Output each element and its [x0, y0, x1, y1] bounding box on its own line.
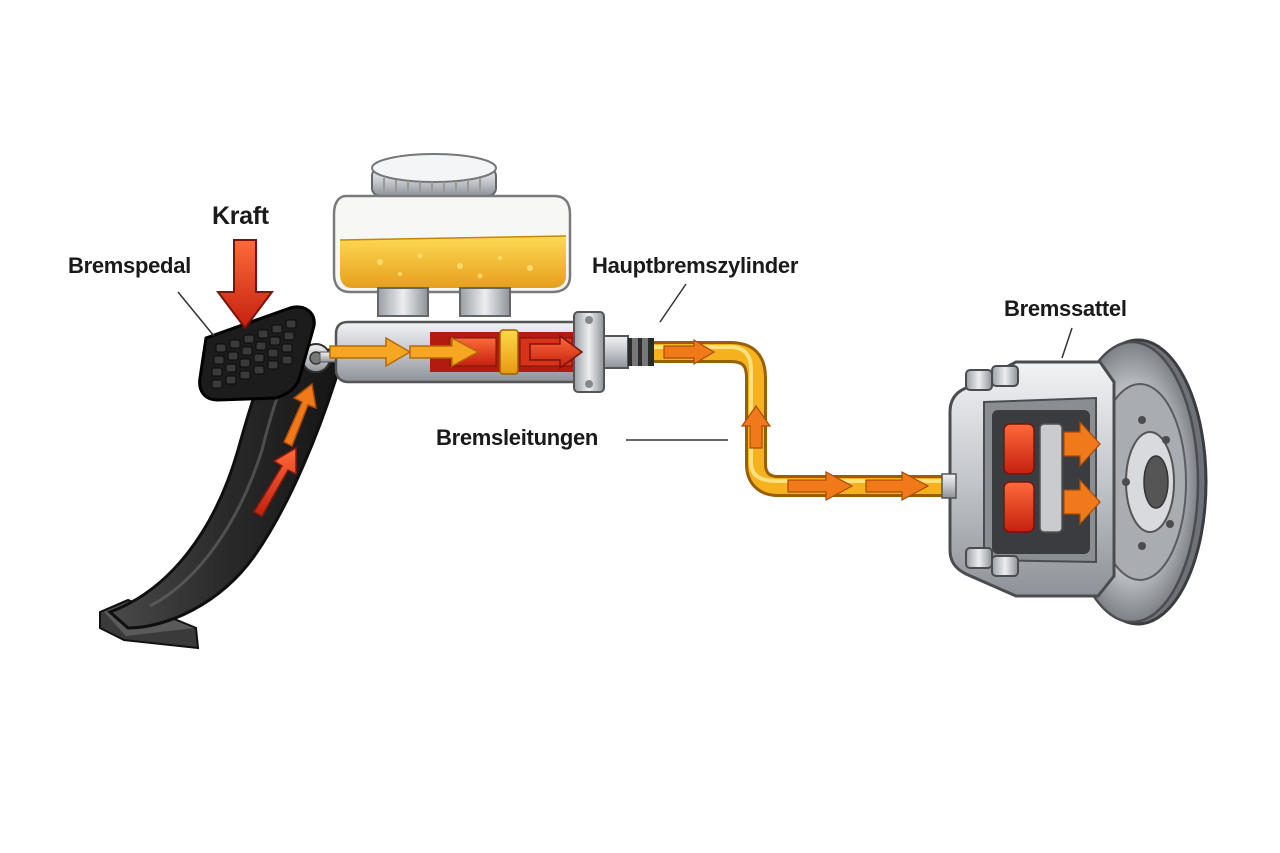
flow-arrow	[329, 336, 412, 368]
caliper-piston	[1003, 481, 1035, 533]
flow-arrow	[1063, 478, 1101, 526]
leader-hauptbremszylinder	[659, 283, 687, 323]
label-brake-pedal: Bremspedal	[68, 253, 191, 278]
flow-arrow	[740, 404, 772, 449]
brake-pedal	[99, 305, 341, 650]
pedal-flow-arrow	[283, 382, 317, 448]
brake-caliper	[941, 360, 1116, 598]
caliper-piston	[1003, 423, 1035, 475]
label-brake-lines: Bremsleitungen	[436, 425, 599, 450]
flow-arrow	[409, 336, 480, 368]
flow-arrow	[1063, 420, 1101, 468]
leader-bremssattel	[1061, 327, 1073, 359]
flow-arrow	[663, 338, 716, 366]
brake-line	[654, 338, 952, 502]
piston	[499, 329, 519, 375]
force-arrow	[216, 239, 274, 330]
label-force: Kraft	[212, 202, 269, 230]
master-cylinder	[329, 153, 654, 393]
flow-arrow	[529, 334, 584, 370]
flow-arrow	[787, 470, 854, 502]
pedal-flow-arrow	[252, 446, 297, 517]
label-master-cylinder: Hauptbremszylinder	[592, 253, 799, 278]
label-brake-caliper: Bremssattel	[1004, 296, 1127, 321]
flow-arrow	[865, 470, 930, 502]
leader-bremspedal	[177, 291, 215, 337]
pedal-pad	[198, 305, 316, 402]
